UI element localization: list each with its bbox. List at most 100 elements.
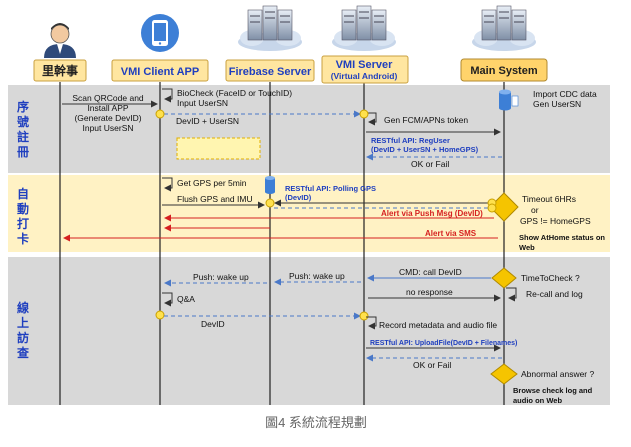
svg-text:Input UserSN: Input UserSN [177, 98, 228, 108]
actor-label-firebase: Firebase Server [229, 66, 312, 78]
svg-text:OK or Fail: OK or Fail [413, 360, 451, 370]
svg-text:Gen FCM/APNs token: Gen FCM/APNs token [384, 115, 468, 125]
message-dot [487, 203, 497, 213]
svg-text:(DevID): (DevID) [285, 193, 312, 202]
msg-push-wake-vmi: Push: wake up [274, 271, 361, 286]
svg-text:Import CDC data: Import CDC data [533, 89, 597, 99]
svg-text:Install APP: Install APP [87, 103, 128, 113]
server-cloud-icon [472, 5, 536, 51]
msg-scan-qrcode: Scan QRCode and Install APP (Generate De… [62, 93, 158, 133]
server-cloud-icon [238, 5, 302, 51]
svg-text:Flush GPS and IMU: Flush GPS and IMU [177, 194, 253, 204]
svg-text:Push: wake up: Push: wake up [289, 271, 345, 281]
message-dot [265, 198, 275, 208]
svg-text:線: 線 [17, 300, 29, 315]
svg-text:BioCheck (FaceID or TouchID): BioCheck (FaceID or TouchID) [177, 88, 292, 98]
svg-text:Scan QRCode and: Scan QRCode and [72, 93, 144, 103]
phase-label-online: 線 上 訪 查 [16, 300, 30, 360]
msg-gen-fcm: Gen FCM/APNs token [366, 112, 468, 126]
msg-record: Record metadata and audio file [366, 316, 497, 330]
svg-text:Browse check log and: Browse check log and [513, 386, 593, 395]
time-to-check-decision: TimeToCheck ? [491, 267, 580, 289]
svg-text:Alert via Push Msg (DevID): Alert via Push Msg (DevID) [381, 209, 483, 218]
svg-text:Abnormal answer ?: Abnormal answer ? [521, 369, 595, 379]
message-dot [359, 109, 369, 119]
svg-text:or: or [531, 205, 539, 215]
msg-show-athome: Show AtHome status on Web [519, 233, 605, 252]
figure-caption: 圖4 系統流程規劃 [265, 415, 367, 430]
message-dot [155, 310, 165, 320]
msg-no-response: no response [368, 287, 501, 302]
svg-text:Show AtHome status on: Show AtHome status on [519, 233, 605, 242]
msg-ok-fail-1: OK or Fail [366, 153, 502, 169]
svg-text:DevID: DevID [201, 319, 225, 329]
svg-text:動: 動 [17, 201, 29, 216]
svg-text:打: 打 [17, 216, 29, 231]
actor-label-app: VMI Client APP [121, 66, 199, 78]
msg-alert-push: Alert via Push Msg (DevID) [164, 209, 494, 222]
actor-box-main [460, 58, 548, 82]
database-icon [265, 176, 275, 194]
msg-biocheck: BioCheck (FaceID or TouchID) Input UserS… [162, 88, 292, 108]
svg-text:Input UserSN: Input UserSN [82, 123, 133, 133]
actor-box-vmi [321, 55, 409, 84]
actor-sub-vmi: (Virtual Android) [331, 71, 398, 81]
msg-qa: Q&A [162, 292, 195, 307]
msg-push-wake-firebase: Push: wake up [164, 272, 267, 287]
svg-text:OK or Fail: OK or Fail [411, 159, 449, 169]
svg-text:audio on Web: audio on Web [513, 396, 562, 405]
phase-label-checkin: 自 動 打 卡 [17, 186, 29, 246]
msg-browse: Browse check log and audio on Web [513, 386, 593, 405]
svg-text:序: 序 [17, 99, 29, 114]
actor-label-user: 里幹事 [42, 63, 78, 78]
svg-text:(DevID + UserSN + HomeGPS): (DevID + UserSN + HomeGPS) [371, 145, 479, 154]
actor-box-user [33, 59, 87, 82]
msg-recall: Re-call and log [506, 287, 583, 302]
msg-flush-gps: Flush GPS and IMU [162, 194, 265, 209]
svg-text:Timeout 6HRs: Timeout 6HRs [522, 194, 576, 204]
msg-ok-fail-2: OK or Fail [366, 354, 502, 370]
msg-polling-gps: RESTful API: Polling GPS (DevID) [274, 184, 498, 212]
svg-text:Re-call and log: Re-call and log [526, 289, 583, 299]
svg-text:Push: wake up: Push: wake up [193, 272, 249, 282]
svg-text:Alert via SMS: Alert via SMS [425, 229, 477, 238]
msg-uploadfile: RESTful API: UploadFile(DevID + Filename… [366, 340, 517, 352]
svg-text:Gen UserSN: Gen UserSN [533, 99, 581, 109]
svg-text:DevID + UserSN: DevID + UserSN [176, 116, 239, 126]
svg-text:RESTful API: UploadFile(DevID: RESTful API: UploadFile(DevID + Filename… [370, 340, 517, 347]
svg-text:號: 號 [17, 114, 29, 129]
svg-text:RESTful API: Polling GPS: RESTful API: Polling GPS [285, 184, 376, 193]
svg-text:CMD: call DevID: CMD: call DevID [399, 267, 462, 277]
database-icon [499, 89, 519, 111]
svg-text:(Generate DevID): (Generate DevID) [74, 113, 141, 123]
msg-import-cdc: Import CDC data Gen UserSN [499, 89, 597, 111]
svg-text:Web: Web [519, 243, 535, 252]
phase-label-registration: 序 號 註 冊 [17, 99, 29, 159]
message-dot [359, 311, 369, 321]
pending-note-box [176, 137, 261, 160]
svg-text:訪: 訪 [17, 330, 29, 345]
msg-reguser: RESTful API: RegUser (DevID + UserSN + H… [366, 128, 501, 154]
svg-text:RESTful API: RegUser: RESTful API: RegUser [371, 136, 450, 145]
smartphone-icon [141, 14, 179, 52]
abnormal-decision: Abnormal answer ? [490, 363, 595, 385]
svg-text:GPS != HomeGPS: GPS != HomeGPS [520, 216, 591, 226]
svg-text:Q&A: Q&A [177, 294, 195, 304]
msg-get-gps: Get GPS per 5min [162, 177, 247, 192]
actor-box-app [111, 59, 209, 82]
svg-text:Record metadata and audio file: Record metadata and audio file [379, 320, 497, 330]
svg-text:冊: 冊 [17, 145, 29, 159]
msg-devid-usersn: DevID + UserSN [164, 110, 361, 126]
msg-alert-sms: Alert via SMS [63, 229, 498, 242]
svg-text:no response: no response [406, 287, 453, 297]
actor-label-main: Main System [470, 65, 537, 77]
actor-label-vmi: VMI Server [336, 59, 394, 71]
svg-text:上: 上 [17, 315, 29, 330]
msg-cmd-call: CMD: call DevID [367, 267, 491, 282]
person-icon [44, 23, 76, 58]
svg-text:自: 自 [17, 186, 29, 201]
server-cloud-icon [332, 5, 396, 51]
svg-text:卡: 卡 [17, 231, 29, 246]
